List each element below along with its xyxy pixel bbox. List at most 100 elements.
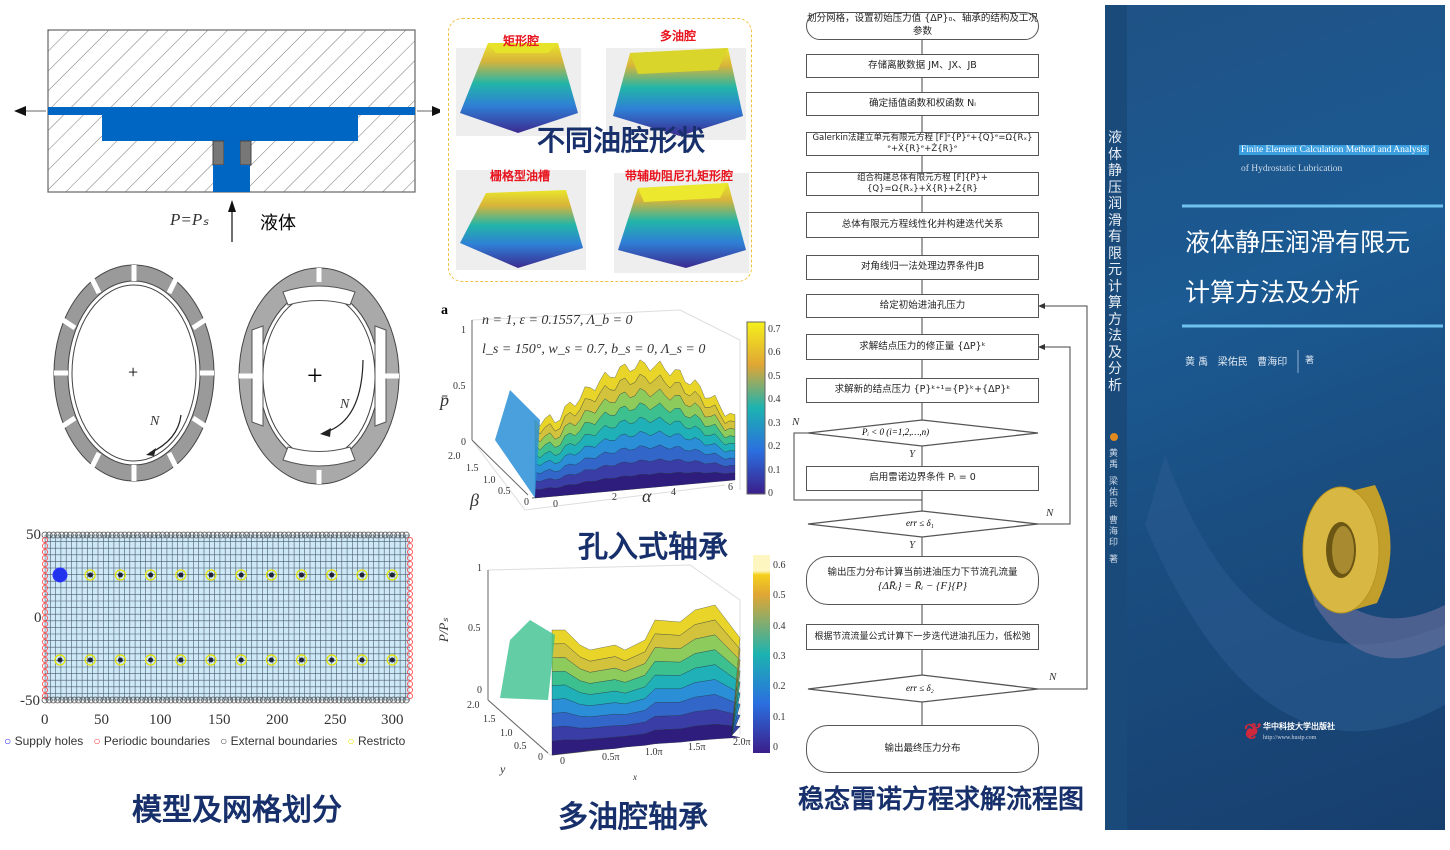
outflow-right-arrow-icon xyxy=(417,106,440,116)
external-boundary-node xyxy=(167,696,175,704)
legend-item: Restricto xyxy=(357,734,406,748)
periodic-boundary-node xyxy=(42,633,49,640)
external-boundary-node xyxy=(150,696,158,704)
periodic-boundary-node xyxy=(406,603,413,610)
flow-step: 确定插值函数和权函数 Nᵢ xyxy=(806,92,1039,116)
external-boundary-node xyxy=(54,696,61,704)
flow-step: 求解结点压力的修正量 {ΔP}ᵏ xyxy=(806,334,1039,360)
external-boundary-node xyxy=(75,696,82,704)
periodic-boundary-node xyxy=(406,609,413,616)
periodic-boundary-node xyxy=(42,542,49,549)
restrictor-node-center xyxy=(148,657,154,663)
periodic-boundary-node xyxy=(42,585,49,592)
external-boundary-node xyxy=(352,531,360,539)
external-boundary-node xyxy=(45,531,53,539)
periodic-boundary-node xyxy=(406,645,413,652)
external-boundary-node xyxy=(100,696,108,704)
x-tick: 1.0π xyxy=(645,747,663,758)
cavity-label: 带辅助阻尼孔矩形腔 xyxy=(625,169,734,183)
restrictor-node xyxy=(235,654,247,666)
external-boundary-node xyxy=(175,696,183,704)
external-boundary-node xyxy=(364,531,372,539)
periodic-boundary-node xyxy=(406,668,413,675)
external-boundary-node xyxy=(356,531,364,539)
external-boundary-node xyxy=(66,696,74,704)
flow-step-text: 输出压力分布计算当前进油压力下节流孔流量 xyxy=(827,566,1018,578)
restrictor-node xyxy=(145,569,157,581)
author-suffix: 著 xyxy=(1305,356,1315,366)
mesh-x-tick: 50 xyxy=(94,712,109,728)
external-boundary-node xyxy=(87,696,95,704)
external-boundary-node xyxy=(159,696,167,704)
external-boundary-node xyxy=(390,531,398,539)
restrictor-node-center xyxy=(389,657,395,663)
flowchart-caption: 稳态雷诺方程求解流程图 xyxy=(798,785,1085,815)
external-boundary-node xyxy=(226,531,234,539)
external-boundary-node xyxy=(348,531,356,539)
external-boundary-node xyxy=(113,531,120,539)
periodic-boundary-node xyxy=(406,542,413,549)
external-boundary-node xyxy=(142,696,150,704)
external-boundary-node xyxy=(314,531,322,539)
restrictor-node xyxy=(145,654,157,666)
periodic-boundary-node xyxy=(42,591,49,598)
external-boundary-node xyxy=(113,696,120,704)
external-boundary-node xyxy=(92,696,99,704)
periodic-boundary-node xyxy=(406,615,413,622)
restrictor-node xyxy=(356,654,368,666)
external-boundary-node xyxy=(192,531,200,539)
external-boundary-node xyxy=(205,531,213,539)
cavity-overlay-title: 不同油腔形状 xyxy=(537,124,706,157)
flow-step: 对角线归一法处理边界条件JB xyxy=(806,255,1039,280)
spine-title: 液体静压润滑有限元计算方法及分析 xyxy=(1108,130,1122,394)
external-boundary-node xyxy=(339,531,347,539)
restrictor-node xyxy=(114,654,127,666)
restrictor-node xyxy=(265,569,277,581)
external-boundary-node xyxy=(268,531,276,539)
external-boundary-node xyxy=(138,531,146,539)
external-boundary-node xyxy=(209,531,217,539)
external-boundary-node xyxy=(255,531,263,539)
external-boundary-node xyxy=(87,531,95,539)
mesh-grid xyxy=(44,534,410,701)
external-boundary-node xyxy=(66,531,74,539)
cavity-label: 多油腔 xyxy=(660,29,697,43)
colorbar-tick: 0 xyxy=(773,742,778,753)
external-boundary-node xyxy=(222,531,230,539)
periodic-boundary-node xyxy=(406,567,413,574)
restrictor-node-center xyxy=(329,657,335,663)
periodic-boundary-node xyxy=(42,627,49,634)
periodic-boundary-node xyxy=(42,662,49,669)
y-tick: 0 xyxy=(524,497,529,508)
periodic-boundary-node xyxy=(42,615,49,622)
fluid-label: 液体 xyxy=(260,213,296,234)
flow-step: 求解新的结点压力 {P}ᵏ⁺¹={P}ᵏ+{ΔP}ᵏ xyxy=(806,378,1039,403)
external-boundary-node xyxy=(343,696,351,704)
external-boundary-node xyxy=(348,696,356,704)
external-boundary-node xyxy=(121,696,129,704)
supply-channel xyxy=(213,165,250,192)
external-boundary-node xyxy=(280,531,288,539)
periodic-boundary-node xyxy=(406,680,413,687)
external-boundary-node xyxy=(50,696,57,704)
periodic-boundary-node xyxy=(406,585,413,592)
restrictor-node-center xyxy=(268,657,274,663)
plot-b-z-label: P/Pₛ xyxy=(436,617,452,643)
external-boundary-node xyxy=(104,696,112,704)
plot-b-y-label: y xyxy=(500,762,506,776)
rotation-label-right: N xyxy=(340,397,350,412)
flow-step: 存储离散数据 JM、JX、JB xyxy=(806,54,1039,78)
restrictor-right xyxy=(239,140,252,166)
external-boundary-node xyxy=(146,531,154,539)
restrictor-node xyxy=(326,569,338,581)
external-boundary-node xyxy=(373,531,381,539)
external-boundary-node xyxy=(62,696,70,704)
restrictor-node xyxy=(175,569,187,581)
decision-label: Pᵢ < 0 (i=1,2,…,n) xyxy=(862,427,930,437)
external-boundary-node xyxy=(217,696,225,704)
periodic-boundary-node xyxy=(406,548,413,555)
external-boundary-node xyxy=(310,696,318,704)
y-tick: 0.5 xyxy=(498,486,511,497)
periodic-boundary-node xyxy=(42,645,49,652)
flow-step: Galerkin法建立单元有限元方程 [F]ᵉ{P}ᵉ+{Q}ᵉ=Ω{Rₓ}ᵉ+… xyxy=(806,132,1039,156)
